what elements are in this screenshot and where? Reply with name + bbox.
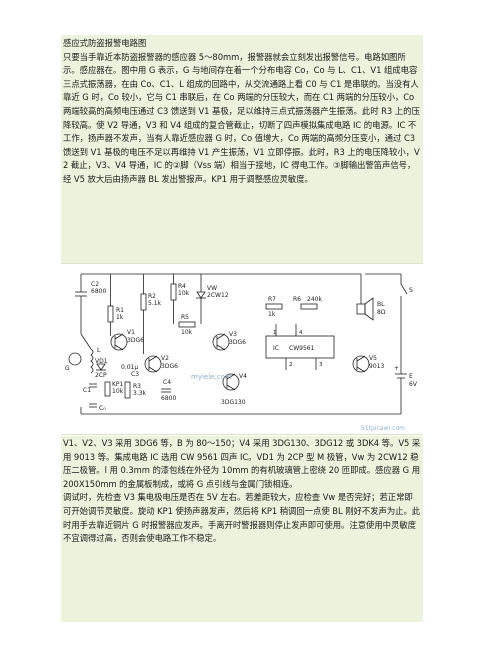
label-c0: C₀ <box>99 405 106 412</box>
label-r4-value: 10k <box>178 290 190 297</box>
intro-paragraph: 只要当手靠近本防盗报警器的感应器 5～80mm，报警器就会立刻发出报警信号。电路… <box>63 51 420 184</box>
parts-paragraph: V1、V2、V3 采用 3DG6 等，B 为 80～150；V4 采用 3DG1… <box>63 438 421 489</box>
label-r5-value: 10k <box>181 329 193 336</box>
label-r1: R1 <box>116 307 124 314</box>
label-v5-value: 9013 <box>369 363 384 370</box>
label-pin3: 3 <box>319 362 323 368</box>
label-e: E <box>409 373 413 380</box>
label-r7-value: 1k <box>268 311 276 318</box>
label-v4: V4 <box>239 373 247 380</box>
label-v3-value: 3DG6 <box>229 339 246 346</box>
label-kp1-value: 10k <box>112 388 124 395</box>
label-vd1-value: 2CP <box>95 372 107 379</box>
label-c3-value: 0.01μ <box>121 364 138 371</box>
label-e-value: 6V <box>409 381 418 388</box>
label-r2: R2 <box>148 293 156 300</box>
label-c3: C3 <box>131 371 139 378</box>
watermark: mylele.com <box>191 373 232 381</box>
label-bl: BL <box>377 301 385 308</box>
label-g: G <box>65 365 70 372</box>
debug-paragraph: 调试时，先检查 V3 集电极电压是否在 5V 左右。若差距较大，应检查 Vw 是… <box>63 492 421 544</box>
label-v1: V1 <box>127 329 135 336</box>
label-c4: C4 <box>163 379 171 386</box>
label-c4-value: 6800 <box>161 395 176 402</box>
label-ic-value: CW9561 <box>289 345 315 352</box>
watermark-corner: 51tpicawr.com <box>361 425 405 432</box>
label-r7: R7 <box>268 296 276 303</box>
label-r3: R3 <box>133 383 141 390</box>
label-c1: C1 <box>83 387 91 394</box>
label-vw-value: 2CW12 <box>207 292 229 299</box>
page-title: 感应式防盗报警电路图 <box>63 38 147 48</box>
label-c2: C2 <box>91 281 99 288</box>
parts-section: V1、V2、V3 采用 3DG6 等，B 为 80～150；V4 采用 3DG1… <box>61 436 423 622</box>
label-v3: V3 <box>229 331 237 338</box>
label-l: L <box>97 347 101 354</box>
label-vw: VW <box>207 285 217 292</box>
label-s: S <box>409 287 413 294</box>
intro-section: 感应式防盗报警电路图 只要当手靠近本防盗报警器的感应器 5～80mm，报警器就会… <box>61 35 423 263</box>
label-r5: R5 <box>181 314 189 321</box>
label-pin2: 2 <box>289 362 293 368</box>
label-bl-value: 8Ω <box>377 309 386 316</box>
label-v2-value: 3DG6 <box>161 363 178 370</box>
label-r1-value: 1k <box>116 314 124 321</box>
label-v4-value: 3DG130 <box>221 399 246 406</box>
label-r2-value: 5.1k <box>148 300 162 307</box>
label-r6: R6 <box>293 296 301 303</box>
label-pin1: 1 <box>273 330 277 336</box>
label-plus: + <box>394 365 399 372</box>
label-v2: V2 <box>161 355 169 362</box>
label-ic: IC <box>273 345 279 352</box>
label-kp1: KP1 <box>112 381 124 388</box>
circuit-diagram-svg: C2 6800 R1 1k R2 5.1k R4 10k VW 2CW12 R5… <box>65 273 418 432</box>
label-v5: V5 <box>369 355 377 362</box>
circuit-diagram: C2 6800 R1 1k R2 5.1k R4 10k VW 2CW12 R5… <box>61 263 423 435</box>
label-r4: R4 <box>178 283 186 290</box>
label-c2-value: 6800 <box>91 288 106 295</box>
label-r3-value: 3.3k <box>133 390 147 397</box>
label-vd1: VD1 <box>95 358 108 365</box>
label-pin4: 4 <box>299 330 303 336</box>
label-r6-value: 240k <box>307 296 322 303</box>
label-v1-value: 3DG6 <box>127 337 144 344</box>
